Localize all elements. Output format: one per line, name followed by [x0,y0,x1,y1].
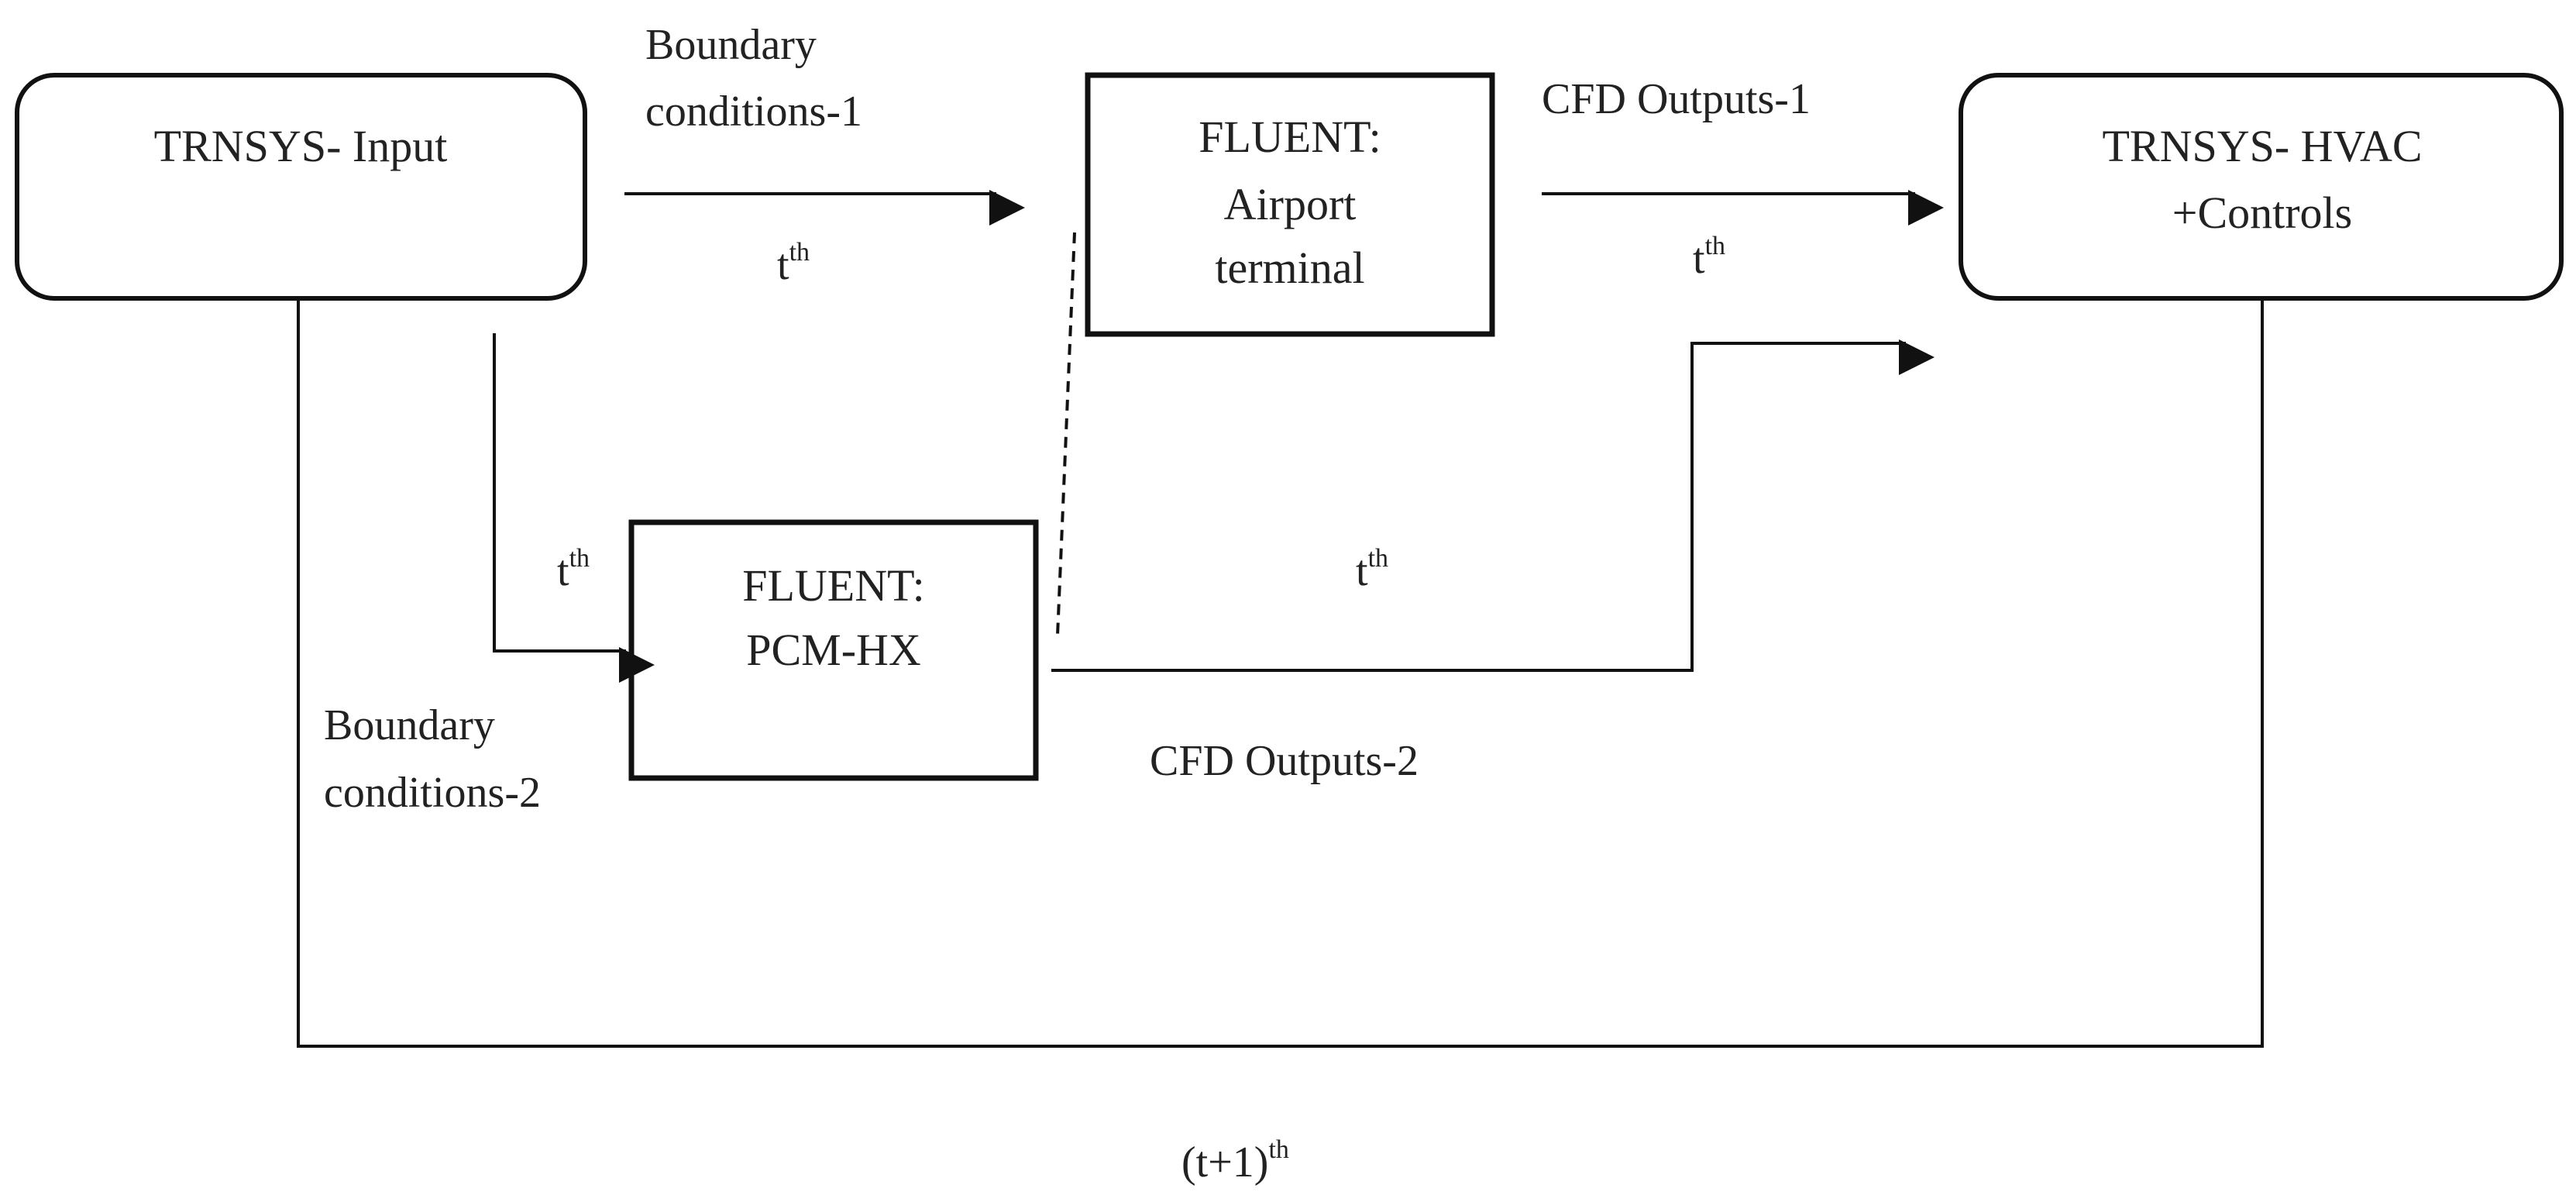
cfd1-time-label: tth [1693,232,1725,283]
fluent-airport-label-3: terminal [1215,243,1364,293]
bc1-time-label: tth [777,238,810,289]
fluent-airport-label-1: FLUENT: [1199,112,1381,162]
edge-cfd-outputs-2 [1051,339,1935,672]
bc1-label-line2: conditions-1 [645,88,862,136]
fluent-pcm-label-2: PCM-HX [746,625,921,675]
edge-boundary-conditions-2 [493,333,655,683]
bc2-label-line1: Boundary [324,701,495,749]
trnsys-hvac-label-1: TRNSYS- HVAC [2102,121,2422,171]
cfd2-time-label: tth [1356,544,1388,595]
fluent-airport-label-2: Airport [1224,179,1357,229]
cfd1-label: CFD Outputs-1 [1542,75,1811,123]
node-trnsys-hvac-controls: TRNSYS- HVAC +Controls [1959,73,2564,301]
trnsys-hvac-label-2: +Controls [2172,188,2353,238]
feedback-time-label: (t+1)th [1181,1135,1289,1186]
bc1-label-line1: Boundary [645,21,817,69]
bc2-label-line2: conditions-2 [324,769,541,817]
node-trnsys-input: TRNSYS- Input [15,73,587,301]
trnsys-input-label: TRNSYS- Input [154,121,448,171]
cfd2-label: CFD Outputs-2 [1150,737,1419,785]
node-fluent-pcm-hx: FLUENT: PCM-HX [628,519,1039,781]
node-fluent-airport-terminal: FLUENT: Airport terminal [1085,72,1495,337]
dashed-connector [1056,232,1076,636]
fluent-pcm-label-1: FLUENT: [742,560,925,611]
edge-feedback-loop [297,298,2264,1048]
bc2-time-label: tth [557,544,590,595]
